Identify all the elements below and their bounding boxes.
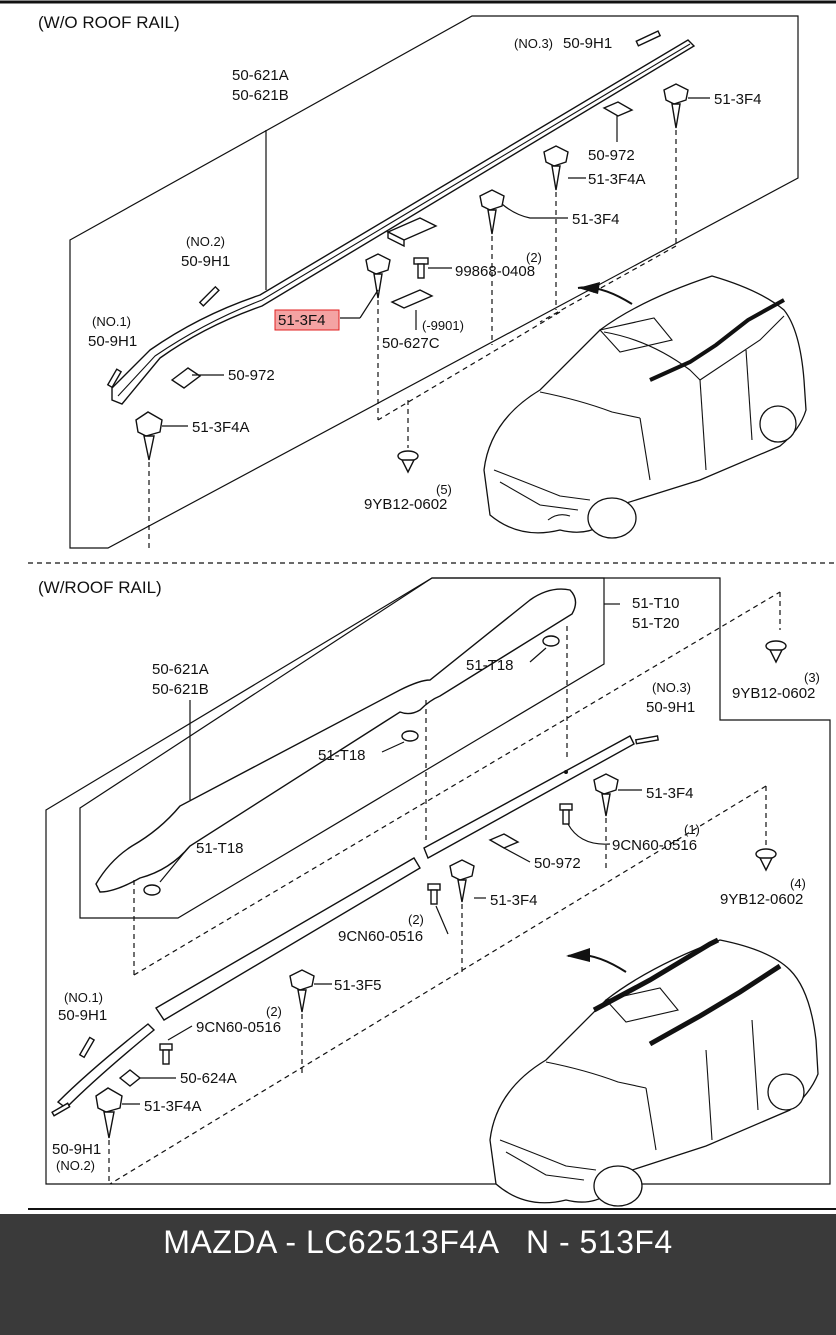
top-label-pad-left: 50-972 [228, 367, 275, 384]
top-label-no3: (NO.3) [514, 36, 553, 51]
bottom-label-roof-rail-b: 51-T20 [632, 615, 680, 632]
bottom-clip-f5 [289, 969, 315, 1013]
top-car-illustration [483, 275, 807, 539]
bottom-clip-right [593, 773, 619, 817]
bottom-label-no1-part: 50-9H1 [58, 1007, 107, 1024]
bottom-label-cover-left: 51-T18 [196, 840, 244, 857]
bottom-no2-strip [51, 1102, 71, 1117]
top-label-date: (-9901) [422, 318, 464, 333]
bottom-side-rail-right [423, 735, 635, 859]
bottom-clip-mid [449, 859, 475, 903]
bottom-car-illustration [489, 937, 819, 1207]
bottom-label-bolt-right-qty: (1) [684, 822, 700, 837]
top-no2-strip [198, 285, 220, 307]
top-label-clip-mid: 51-3F4 [572, 211, 620, 228]
bottom-label-rail-b: 50-621B [152, 681, 209, 698]
top-label-rail-b: 50-621B [232, 87, 289, 104]
bottom-clip-left-a [95, 1087, 123, 1139]
bottom-label-clip-f5: 51-3F5 [334, 977, 382, 994]
top-cap [397, 450, 419, 474]
bottom-cap-low [755, 848, 777, 872]
top-panel-outline [69, 15, 799, 549]
bottom-label-rail-a: 50-621A [152, 661, 209, 678]
bottom-label-clip-right: 51-3F4 [646, 785, 694, 802]
part-caption: MAZDA - LC62513F4A N - 513F4 [163, 1224, 673, 1260]
footer-bar [0, 1214, 836, 1335]
bottom-cover-left [143, 884, 161, 896]
bottom-label-no3-part: 50-9H1 [646, 699, 695, 716]
bottom-label-bolt-left: 9CN60-0516 [196, 1019, 281, 1036]
top-label-no2: (NO.2) [186, 234, 225, 249]
top-label-clip-left-a: 51-3F4A [192, 419, 250, 436]
bottom-bolt-left [159, 1043, 173, 1065]
bottom-pad [488, 833, 520, 849]
top-label-plate: 50-627C [382, 335, 440, 352]
bottom-label-cap-low-qty: (4) [790, 876, 806, 891]
top-label-clip-highlight: 51-3F4 [278, 312, 326, 329]
top-label-clip-mid-a: 51-3F4A [588, 171, 646, 188]
bottom-roof-rail [95, 588, 577, 893]
bottom-label-plate: 50-624A [180, 1070, 237, 1087]
top-label-pad-right: 50-972 [588, 147, 635, 164]
bottom-label-no2-part: 50-9H1 [52, 1141, 101, 1158]
bottom-side-rail-mid [155, 857, 421, 1021]
top-clip-mid [479, 189, 505, 235]
top-highlight-box [274, 309, 340, 331]
bottom-no3-strip [634, 735, 659, 745]
bottom-label-bolt-mid-qty: (2) [408, 912, 424, 927]
bottom-label-clip-mid: 51-3F4 [490, 892, 538, 909]
bottom-cover-top [542, 635, 560, 647]
bottom-label-no2: (NO.2) [56, 1158, 95, 1173]
bottom-cap-right [765, 640, 787, 664]
top-label-rail-a: 50-621A [232, 67, 289, 84]
bottom-label-bolt-right: 9CN60-0516 [612, 837, 697, 854]
top-label-no2-part: 50-9H1 [181, 253, 230, 270]
top-no3-strip [635, 30, 662, 47]
bottom-bolt-mid [427, 883, 441, 905]
bottom-label-cap-low: 9YB12-0602 [720, 891, 803, 908]
bottom-label-bolt-mid: 9CN60-0516 [338, 928, 423, 945]
bottom-label-clip-left-a: 51-3F4A [144, 1098, 202, 1115]
bottom-label-bolt-left-qty: (2) [266, 1004, 282, 1019]
bottom-label-cover-top: 51-T18 [466, 657, 514, 674]
bottom-label-no1: (NO.1) [64, 990, 103, 1005]
top-label-cap: 9YB12-0602 [364, 496, 447, 513]
top-label-bolt-qty: (2) [526, 250, 542, 265]
top-section: (W/O ROOF RAIL) [38, 13, 807, 549]
top-label-bolt: 99868-0408 [455, 263, 535, 280]
top-clip-right [663, 83, 689, 129]
bottom-section: (W/ROOF RAIL) [38, 577, 831, 1207]
bottom-section-title: (W/ROOF RAIL) [38, 578, 162, 597]
bottom-cover-mid [401, 730, 419, 742]
bottom-side-rail-left [56, 1023, 156, 1109]
top-pad-right [602, 101, 634, 117]
top-label-no1: (NO.1) [92, 314, 131, 329]
top-label-no3-part: 50-9H1 [563, 35, 612, 52]
bottom-label-roof-rail-a: 51-T10 [632, 595, 680, 612]
top-label-no1-part: 50-9H1 [88, 333, 137, 350]
bottom-label-pad: 50-972 [534, 855, 581, 872]
parts-diagram: (W/O ROOF RAIL) [0, 0, 836, 1210]
top-side-rail [111, 39, 696, 405]
top-plate [390, 289, 434, 309]
bottom-label-cap-right: 9YB12-0602 [732, 685, 815, 702]
top-no1-strip [106, 368, 123, 389]
top-clip-highlight [365, 253, 391, 299]
bottom-label-cover-mid: 51-T18 [318, 747, 366, 764]
top-section-title: (W/O ROOF RAIL) [38, 13, 180, 32]
top-clip-mid-a [543, 145, 569, 191]
top-label-cap-qty: (5) [436, 482, 452, 497]
bottom-label-no3: (NO.3) [652, 680, 691, 695]
top-label-clip-right: 51-3F4 [714, 91, 762, 108]
top-pad-left [170, 367, 202, 389]
top-bolt [413, 257, 429, 279]
bottom-no1-strip [78, 1036, 96, 1059]
top-clip-left-a [135, 411, 163, 461]
bottom-label-cap-right-qty: (3) [804, 670, 820, 685]
bottom-bolt-right [559, 803, 573, 825]
bottom-plate [118, 1069, 142, 1087]
bottom-inset-panel [79, 577, 605, 919]
